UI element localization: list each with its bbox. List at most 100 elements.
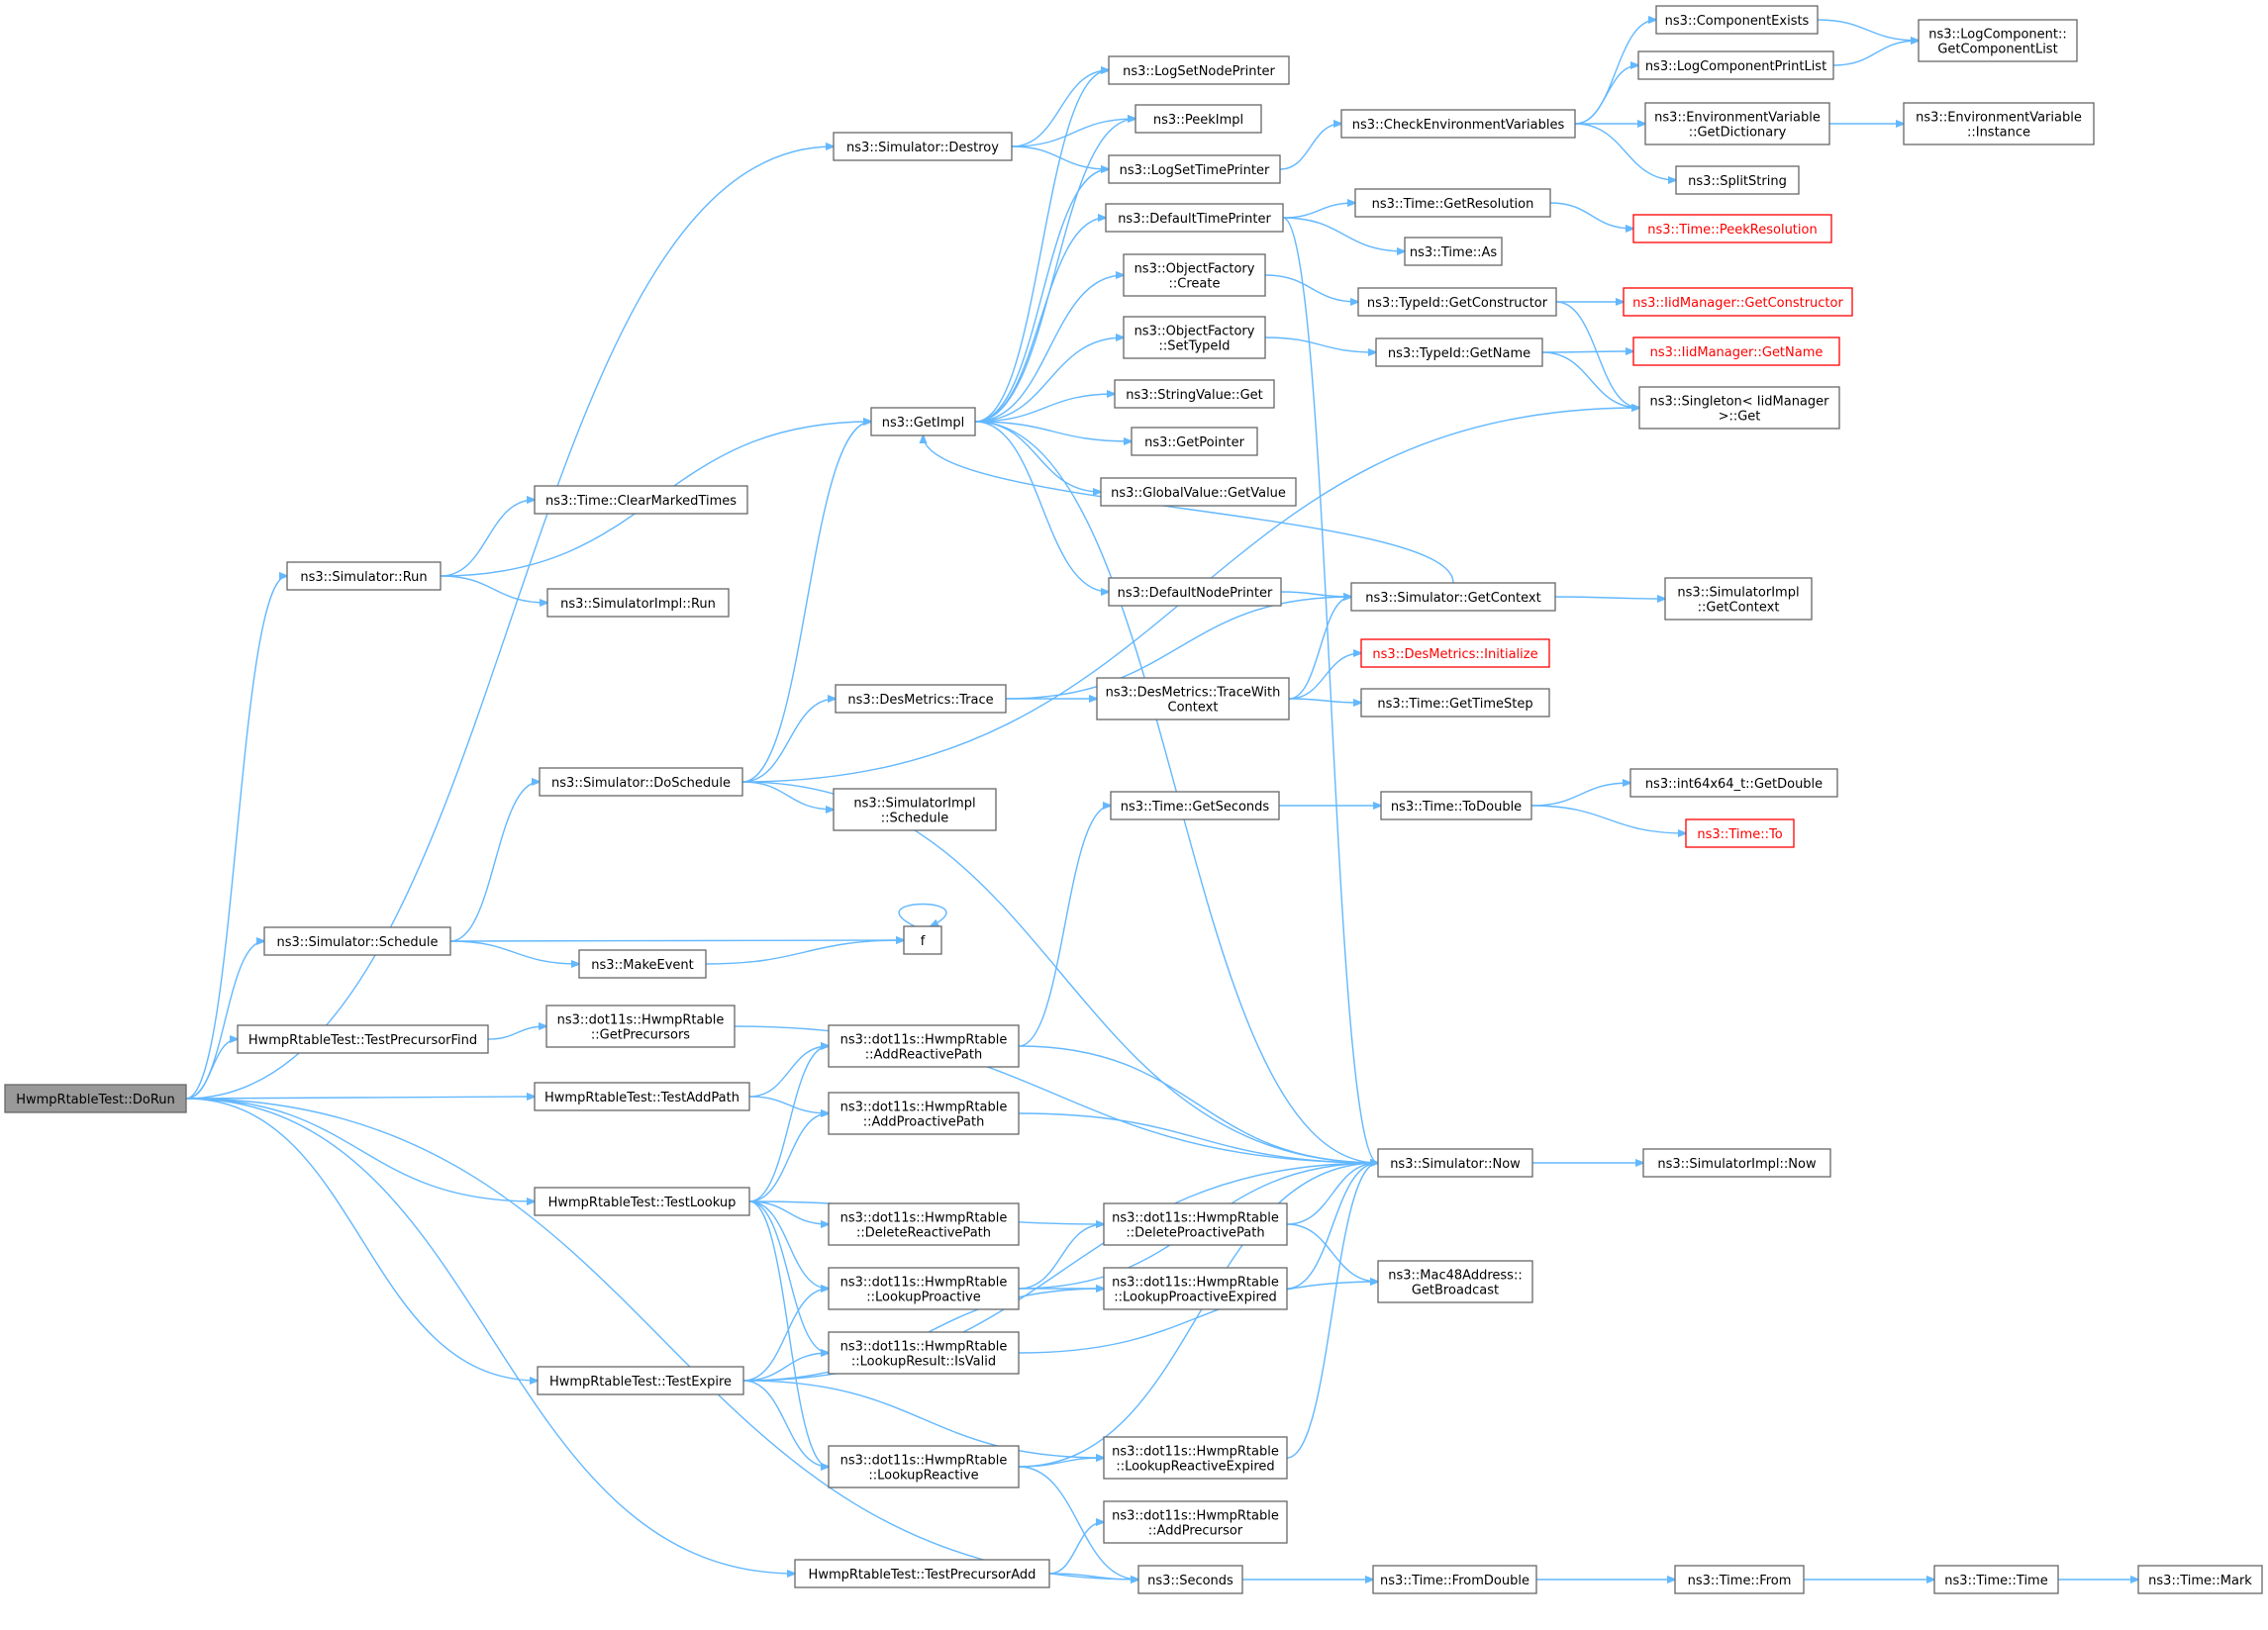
- node-label: ::Create: [1169, 277, 1221, 292]
- node-macGetBcast[interactable]: ns3::Mac48Address::GetBroadcast: [1377, 1260, 1533, 1303]
- call-edge: [898, 903, 947, 927]
- node-timeToDouble[interactable]: ns3::Time::ToDouble: [1380, 791, 1532, 820]
- node-logSetTime[interactable]: ns3::LogSetTimePrinter: [1108, 154, 1281, 184]
- node-label: ns3::int64x64_t::GetDouble: [1645, 777, 1823, 792]
- node-addProactive[interactable]: ns3::dot11s::HwmpRtable::AddProactivePat…: [828, 1092, 1020, 1135]
- node-label: ns3::dot11s::HwmpRtable: [557, 1013, 725, 1028]
- node-box: [828, 1092, 1020, 1135]
- node-testAddPath[interactable]: HwmpRtableTest::TestAddPath: [534, 1082, 750, 1111]
- call-edge: [1288, 653, 1361, 700]
- node-envGetDict[interactable]: ns3::EnvironmentVariable::GetDictionary: [1644, 102, 1830, 145]
- node-simSchedule[interactable]: ns3::Simulator::Schedule: [263, 926, 451, 956]
- node-seconds[interactable]: ns3::Seconds: [1137, 1565, 1243, 1594]
- node-simDoSchedule[interactable]: ns3::Simulator::DoSchedule: [539, 767, 743, 797]
- node-strValGet[interactable]: ns3::StringValue::Get: [1114, 379, 1275, 409]
- node-addPrecursor[interactable]: ns3::dot11s::HwmpRtable::AddPrecursor: [1103, 1500, 1288, 1544]
- node-checkEnv[interactable]: ns3::CheckEnvironmentVariables: [1340, 109, 1576, 139]
- node-timeMark[interactable]: ns3::Time::Mark: [2137, 1565, 2263, 1594]
- node-box: [1372, 1565, 1537, 1594]
- node-box: [1629, 768, 1838, 798]
- node-lookupReaExp[interactable]: ns3::dot11s::HwmpRtable::LookupReactiveE…: [1103, 1436, 1288, 1480]
- node-box: [1131, 427, 1258, 456]
- node-iidGetName[interactable]: ns3::IidManager::GetName: [1632, 336, 1840, 366]
- node-box: [263, 926, 451, 956]
- node-simImplRun[interactable]: ns3::SimulatorImpl::Run: [546, 588, 730, 618]
- node-ofCreate[interactable]: ns3::ObjectFactory::Create: [1123, 253, 1266, 297]
- node-iidGetCtor[interactable]: ns3::IidManager::GetConstructor: [1623, 287, 1853, 317]
- node-getPrecursors[interactable]: ns3::dot11s::HwmpRtable::GetPrecursors: [545, 1005, 736, 1048]
- call-edge: [1264, 274, 1358, 302]
- node-box: [1642, 1148, 1831, 1178]
- node-timeGetSeconds[interactable]: ns3::Time::GetSeconds: [1110, 791, 1280, 820]
- node-logCompPrint[interactable]: ns3::LogComponentPrintList: [1637, 50, 1834, 80]
- node-envInstance[interactable]: ns3::EnvironmentVariable::Instance: [1903, 102, 2095, 145]
- node-label: ns3::MakeEvent: [591, 958, 694, 973]
- node-box: [1103, 1436, 1288, 1480]
- node-box: [903, 925, 942, 955]
- node-typeIdGetName[interactable]: ns3::TypeId::GetName: [1375, 337, 1543, 367]
- node-timeFromDouble[interactable]: ns3::Time::FromDouble: [1372, 1565, 1537, 1594]
- node-getImpl[interactable]: ns3::GetImpl: [870, 407, 976, 436]
- node-simImplNow[interactable]: ns3::SimulatorImpl::Now: [1642, 1148, 1831, 1178]
- call-edge: [1264, 336, 1376, 352]
- node-desInit[interactable]: ns3::DesMetrics::Initialize: [1360, 638, 1550, 668]
- node-desTrace[interactable]: ns3::DesMetrics::Trace: [835, 684, 1007, 714]
- node-simDestroy[interactable]: ns3::Simulator::Destroy: [833, 132, 1013, 161]
- node-globalValGet[interactable]: ns3::GlobalValue::GetValue: [1100, 477, 1297, 507]
- node-timeAs[interactable]: ns3::Time::As: [1404, 237, 1503, 266]
- node-timeFrom[interactable]: ns3::Time::From: [1674, 1565, 1805, 1594]
- node-box: [1675, 165, 1800, 195]
- node-logSetNode[interactable]: ns3::LogSetNodePrinter: [1108, 55, 1290, 85]
- node-addReactive[interactable]: ns3::dot11s::HwmpRtable::AddReactivePath: [828, 1024, 1020, 1068]
- node-label: ns3::EnvironmentVariable: [1916, 111, 2082, 126]
- call-edge: [748, 1113, 829, 1202]
- node-int64GetDouble[interactable]: ns3::int64x64_t::GetDouble: [1629, 768, 1838, 798]
- node-label: ns3::TypeId::GetName: [1388, 346, 1530, 361]
- node-doRun[interactable]: HwmpRtableTest::DoRun: [4, 1084, 187, 1113]
- node-lookupProactive[interactable]: ns3::dot11s::HwmpRtable::LookupProactive: [828, 1267, 1020, 1310]
- node-defTimePrinter[interactable]: ns3::DefaultTimePrinter: [1105, 203, 1284, 233]
- node-lookupReactive[interactable]: ns3::dot11s::HwmpRtable::LookupReactive: [828, 1445, 1020, 1488]
- node-timePeekRes[interactable]: ns3::Time::PeekResolution: [1632, 214, 1832, 243]
- node-testPrecFind[interactable]: HwmpRtableTest::TestPrecursorFind: [237, 1024, 489, 1054]
- node-isValid[interactable]: ns3::dot11s::HwmpRtable::LookupResult::I…: [828, 1331, 1020, 1375]
- node-testExpire[interactable]: HwmpRtableTest::TestExpire: [537, 1366, 744, 1395]
- call-edge: [742, 1380, 1104, 1458]
- node-lookupProExp[interactable]: ns3::dot11s::HwmpRtable::LookupProactive…: [1103, 1267, 1288, 1310]
- node-timeTo[interactable]: ns3::Time::To: [1685, 818, 1795, 848]
- node-box: [1134, 104, 1262, 134]
- node-label: ns3::GetPointer: [1144, 435, 1244, 450]
- node-getPointer[interactable]: ns3::GetPointer: [1131, 427, 1258, 456]
- node-delProactive[interactable]: ns3::dot11s::HwmpRtable::DeleteProactive…: [1103, 1202, 1288, 1246]
- call-edge: [1286, 1163, 1378, 1290]
- node-splitString[interactable]: ns3::SplitString: [1675, 165, 1800, 195]
- node-label: HwmpRtableTest::DoRun: [16, 1093, 175, 1107]
- node-compExists[interactable]: ns3::ComponentExists: [1655, 5, 1819, 35]
- node-simRun[interactable]: ns3::Simulator::Run: [286, 561, 442, 591]
- node-timeTime[interactable]: ns3::Time::Time: [1933, 1565, 2059, 1594]
- node-defNodePrinter[interactable]: ns3::DefaultNodePrinter: [1108, 577, 1282, 607]
- node-ofSetTypeId[interactable]: ns3::ObjectFactory::SetTypeId: [1123, 316, 1266, 359]
- node-simImplGetCtx[interactable]: ns3::SimulatorImpl::GetContext: [1664, 577, 1813, 621]
- node-simImplSchedule[interactable]: ns3::SimulatorImpl::Schedule: [833, 788, 997, 831]
- node-logCompGetList[interactable]: ns3::LogComponent::GetComponentList: [1918, 19, 2078, 62]
- node-testPrecAdd[interactable]: HwmpRtableTest::TestPrecursorAdd: [794, 1559, 1050, 1588]
- node-timeGetStep[interactable]: ns3::Time::GetTimeStep: [1360, 688, 1550, 718]
- node-box: [828, 1331, 1020, 1375]
- node-f[interactable]: f: [903, 925, 942, 955]
- node-clearMarked[interactable]: ns3::Time::ClearMarkedTimes: [534, 485, 748, 515]
- node-timeGetRes[interactable]: ns3::Time::GetResolution: [1354, 188, 1551, 218]
- node-testLookup[interactable]: HwmpRtableTest::TestLookup: [534, 1187, 750, 1216]
- node-typeIdGetCtor[interactable]: ns3::TypeId::GetConstructor: [1357, 287, 1557, 317]
- node-singletonGet[interactable]: ns3::Singleton< IidManager>::Get: [1638, 386, 1840, 430]
- node-delReactive[interactable]: ns3::dot11s::HwmpRtable::DeleteReactiveP…: [828, 1202, 1020, 1246]
- node-peekImpl[interactable]: ns3::PeekImpl: [1134, 104, 1262, 134]
- node-box: [1632, 214, 1832, 243]
- node-label: ns3::DesMetrics::TraceWith: [1106, 686, 1281, 701]
- node-simNow[interactable]: ns3::Simulator::Now: [1377, 1148, 1533, 1178]
- node-makeEvent[interactable]: ns3::MakeEvent: [578, 949, 707, 979]
- node-simGetContext[interactable]: ns3::Simulator::GetContext: [1350, 582, 1556, 612]
- node-label: ns3::Time::GetResolution: [1372, 197, 1534, 212]
- node-label: ns3::Time::ToDouble: [1391, 800, 1522, 815]
